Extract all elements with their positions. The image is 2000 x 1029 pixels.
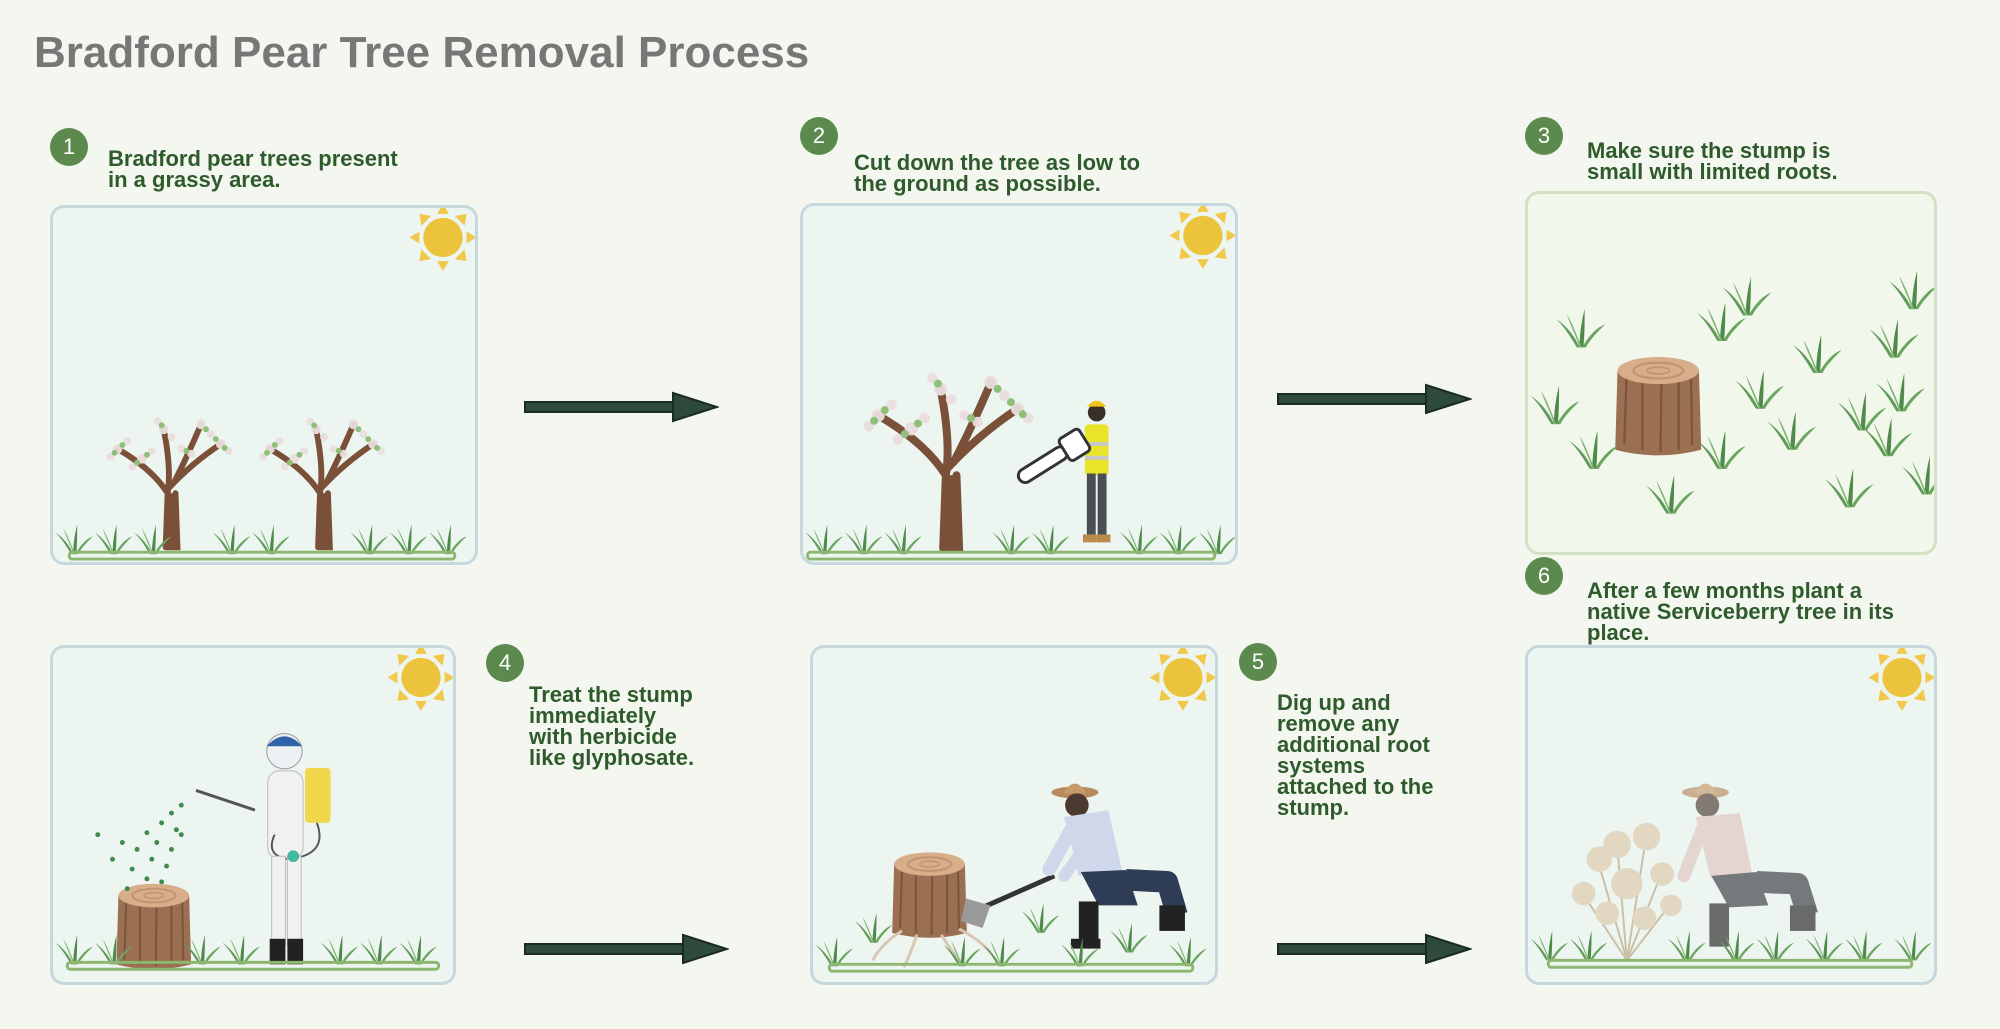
grass-row <box>55 524 467 555</box>
planting-worker-illustration <box>1677 783 1818 947</box>
chainsaw-icon <box>1016 427 1092 484</box>
page-title: Bradford Pear Tree Removal Process <box>34 28 810 77</box>
grass-row <box>805 524 1235 555</box>
stump-icon <box>115 882 193 971</box>
sun-icon <box>1149 648 1215 711</box>
step-6-panel <box>1525 645 1937 985</box>
sun-icon <box>1169 206 1235 269</box>
arrow-right-icon <box>524 391 719 423</box>
cut-tree-illustration <box>805 206 1235 561</box>
step-6-badge: 6 <box>1525 557 1563 595</box>
digging-worker-illustration <box>1042 783 1188 949</box>
grassy-area-illustration <box>55 208 475 561</box>
step-1-badge: 1 <box>50 128 88 166</box>
grass-row <box>55 934 437 965</box>
sun-icon <box>409 208 475 271</box>
pear-tree-illustration <box>107 417 233 547</box>
herbicide-illustration <box>55 648 453 971</box>
grass-clumps <box>1530 270 1934 514</box>
step-5-panel <box>810 645 1218 985</box>
step-2-badge: 2 <box>800 117 838 155</box>
arrow-right-icon <box>524 933 729 965</box>
step-4-badge: 4 <box>486 644 524 682</box>
herbicide-spray <box>95 802 184 892</box>
step-4-panel <box>50 645 456 985</box>
grass-row <box>1530 930 1932 961</box>
sun-icon <box>1868 648 1934 711</box>
arrow-right-icon <box>1277 933 1472 965</box>
serviceberry-tree-illustration <box>1571 822 1682 961</box>
step-2-panel <box>800 203 1238 565</box>
arrow-right-icon <box>1277 383 1472 415</box>
shovel-icon <box>960 873 1056 928</box>
stump-icon <box>891 851 968 939</box>
stump-illustration <box>1530 270 1934 514</box>
sprayer-worker-illustration <box>195 732 331 965</box>
pear-tree-illustration <box>259 417 385 547</box>
pear-tree-illustration <box>864 373 1034 548</box>
dig-roots-illustration <box>815 648 1215 973</box>
step-3-panel <box>1525 191 1937 555</box>
worker-illustration <box>1082 400 1111 543</box>
step-5-badge: 5 <box>1239 643 1277 681</box>
step-1-panel <box>50 205 478 565</box>
stump-icon <box>1614 355 1703 457</box>
sun-icon <box>387 648 453 711</box>
step-3-badge: 3 <box>1525 117 1563 155</box>
plant-serviceberry-illustration <box>1530 648 1934 969</box>
